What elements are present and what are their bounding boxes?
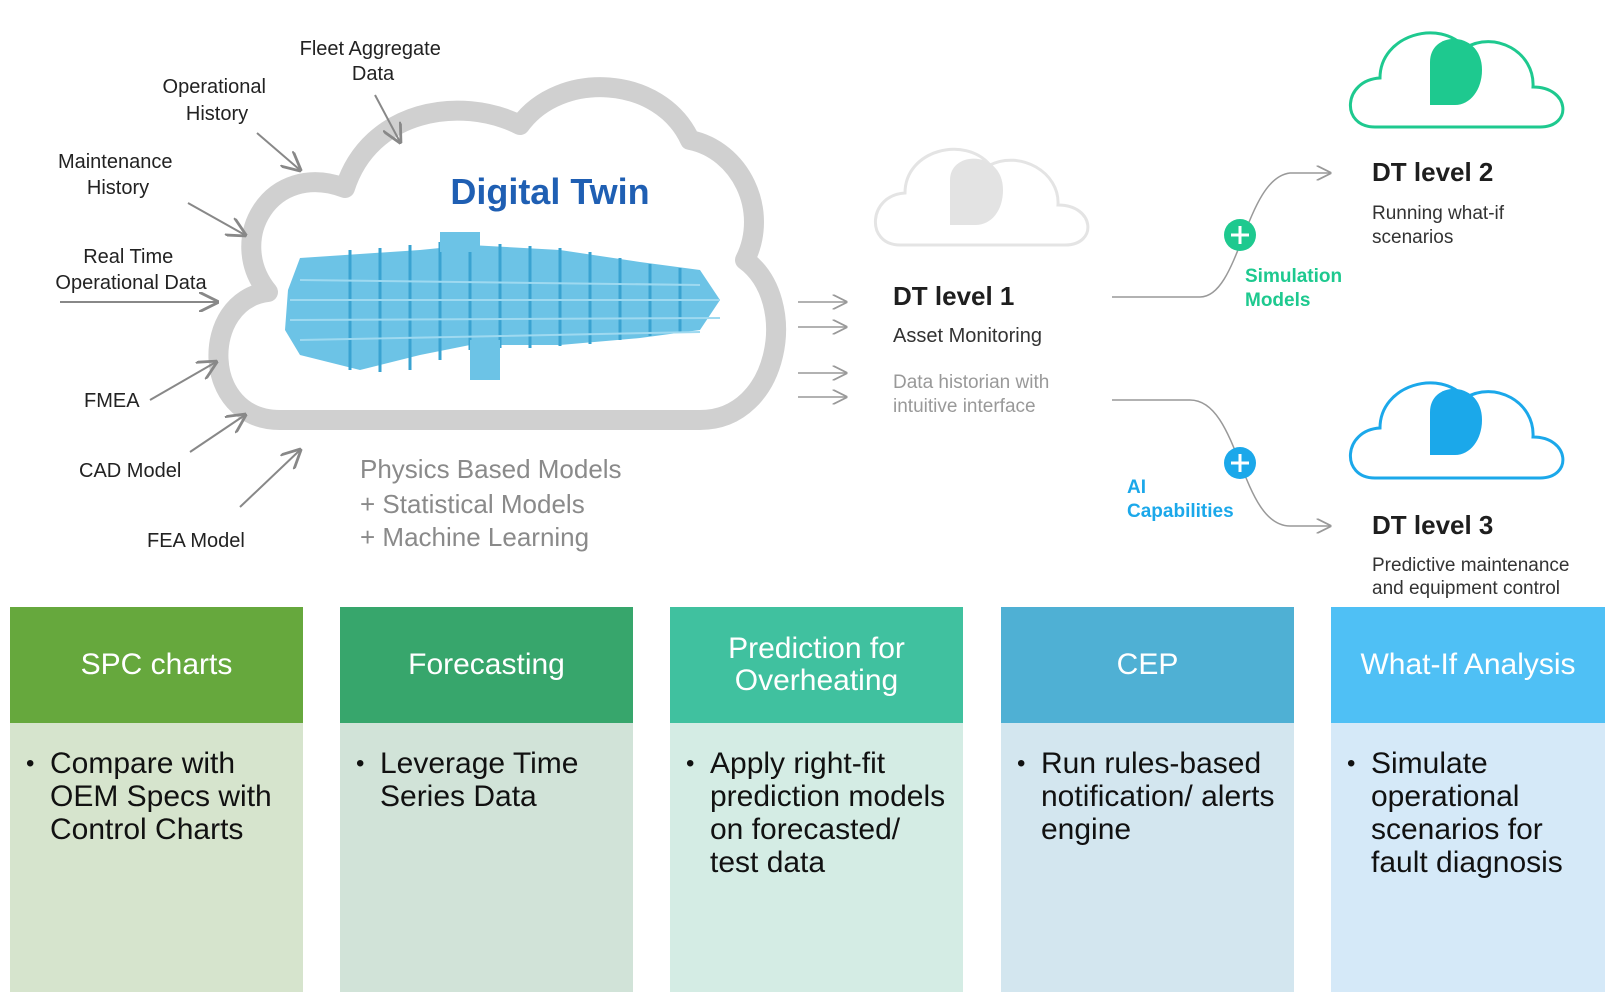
card-body: Simulate operational scenarios for fault… [1331, 723, 1605, 992]
input-cad-model: CAD Model [79, 460, 181, 482]
input-fea-model: FEA Model [147, 530, 245, 552]
dt-level-2-cloud-icon [1348, 31, 1565, 129]
dt-level-3-desc: Predictive maintenance and equipment con… [1372, 555, 1575, 599]
card-bullet: Compare with OEM Specs with Control Char… [26, 747, 289, 846]
input-operational-history: Operational History [163, 76, 272, 125]
card-spc-charts: SPC charts Compare with OEM Specs with C… [10, 607, 303, 992]
card-body: Apply right-fit prediction models on for… [670, 723, 963, 992]
digital-twin-title: Digital Twin [450, 171, 649, 212]
input-arrows [60, 94, 400, 508]
models-text: Physics Based Models + Statistical Model… [360, 454, 629, 552]
output-arrows [798, 302, 846, 397]
dt-level-2-desc: Running what-if scenarios [1372, 203, 1509, 248]
simulation-plus-icon [1224, 219, 1256, 251]
card-prediction-overheating: Prediction for Overheating Apply right-f… [670, 607, 963, 992]
card-head: What-If Analysis [1331, 607, 1605, 723]
dt-level-3-title: DT level 3 [1372, 510, 1493, 540]
card-body: Run rules-based notification/ alerts eng… [1001, 723, 1294, 992]
dt-level-1-title: DT level 1 [893, 281, 1014, 311]
simulation-models-label: Simulation Models [1245, 266, 1347, 311]
turbine-illustration [285, 232, 721, 380]
input-real-time-data: Real Time Operational Data [55, 246, 207, 294]
input-fmea: FMEA [84, 390, 140, 412]
card-bullet: Run rules-based notification/ alerts eng… [1017, 747, 1280, 846]
main-cloud [208, 77, 786, 430]
dt-level-1-desc: Data historian with intuitive interface [893, 372, 1055, 417]
card-head: CEP [1001, 607, 1294, 723]
ai-plus-icon [1224, 447, 1256, 479]
card-body: Leverage Time Series Data [340, 723, 633, 992]
input-maintenance-history: Maintenance History [58, 151, 178, 199]
card-body: Compare with OEM Specs with Control Char… [10, 723, 303, 992]
digital-twin-diagram: Digital Twin Fleet Aggregate Data Operat… [55, 31, 1575, 599]
card-forecasting: Forecasting Leverage Time Series Data [340, 607, 633, 992]
dt-level-2-title: DT level 2 [1372, 157, 1493, 187]
dt-level-1-subtitle: Asset Monitoring [893, 325, 1042, 347]
input-fleet-aggregate: Fleet Aggregate Data [300, 38, 447, 85]
card-bullet: Apply right-fit prediction models on for… [686, 747, 949, 879]
card-bullet: Leverage Time Series Data [356, 747, 619, 813]
card-head: Prediction for Overheating [670, 607, 963, 723]
card-head: Forecasting [340, 607, 633, 723]
card-head: SPC charts [10, 607, 303, 723]
card-cep: CEP Run rules-based notification/ alerts… [1001, 607, 1294, 992]
dt-level-1-cloud-icon [874, 147, 1090, 247]
dt-level-3-cloud-icon [1348, 381, 1565, 480]
card-bullet: Simulate operational scenarios for fault… [1347, 747, 1591, 879]
ai-capabilities-label: AI Capabilities [1127, 477, 1234, 522]
card-what-if-analysis: What-If Analysis Simulate operational sc… [1331, 607, 1605, 992]
